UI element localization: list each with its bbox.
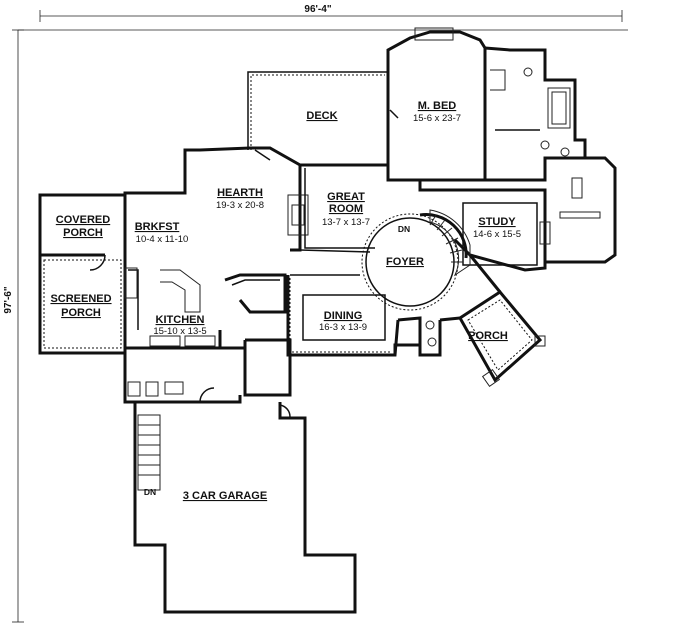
covered-porch-label-2: PORCH [63, 227, 103, 239]
great-room-walls [299, 163, 460, 253]
great-room-label-2: ROOM [329, 203, 363, 215]
garage-walls [133, 402, 357, 614]
master-bed-label: M. BED [418, 100, 457, 112]
service-area [123, 338, 292, 404]
kitchen-walls [124, 267, 287, 350]
foyer-closets [393, 316, 442, 357]
overall-depth-label: 97'-6" [3, 286, 14, 313]
dining-size: 16-3 x 13-9 [319, 322, 367, 333]
foyer-label: FOYER [386, 256, 424, 268]
covered-porch-label-1: COVERED [56, 214, 110, 226]
dining-walls [286, 274, 400, 357]
breakfast-size: 10-4 x 11-10 [136, 234, 189, 245]
master-bed-walls [386, 27, 487, 182]
master-bath-walls [484, 46, 587, 182]
study-label: STUDY [478, 216, 516, 228]
garage-label: 3 CAR GARAGE [183, 490, 267, 502]
study-size: 14-6 x 15-5 [473, 229, 521, 240]
hearth-label: HEARTH [217, 187, 263, 199]
screened-porch-label-2: PORCH [61, 307, 101, 319]
kitchen-label: KITCHEN [156, 314, 205, 326]
great-room-label-1: GREAT [327, 191, 365, 203]
hearth-walls [123, 146, 309, 348]
overall-width-label: 96'-4" [304, 4, 331, 15]
master-bed-size: 15-6 x 23-7 [413, 113, 461, 124]
great-room-size: 13-7 x 13-7 [322, 217, 370, 228]
dining-label: DINING [324, 310, 363, 322]
dimension-lines [12, 10, 628, 623]
breakfast-label: BRKFST [135, 221, 180, 233]
foyer-stair-down-label: DN [398, 224, 410, 234]
deck-label: DECK [306, 110, 337, 122]
garage-stair-down-label: DN [144, 487, 156, 497]
kitchen-size: 15-10 x 13-5 [153, 326, 206, 337]
hearth-size: 19-3 x 20-8 [216, 200, 264, 211]
screened-porch-label-1: SCREENED [50, 293, 111, 305]
study-walls [453, 156, 617, 272]
porch-label: PORCH [468, 330, 508, 342]
foyer-rotunda [361, 209, 471, 311]
porch-walls [439, 254, 546, 388]
